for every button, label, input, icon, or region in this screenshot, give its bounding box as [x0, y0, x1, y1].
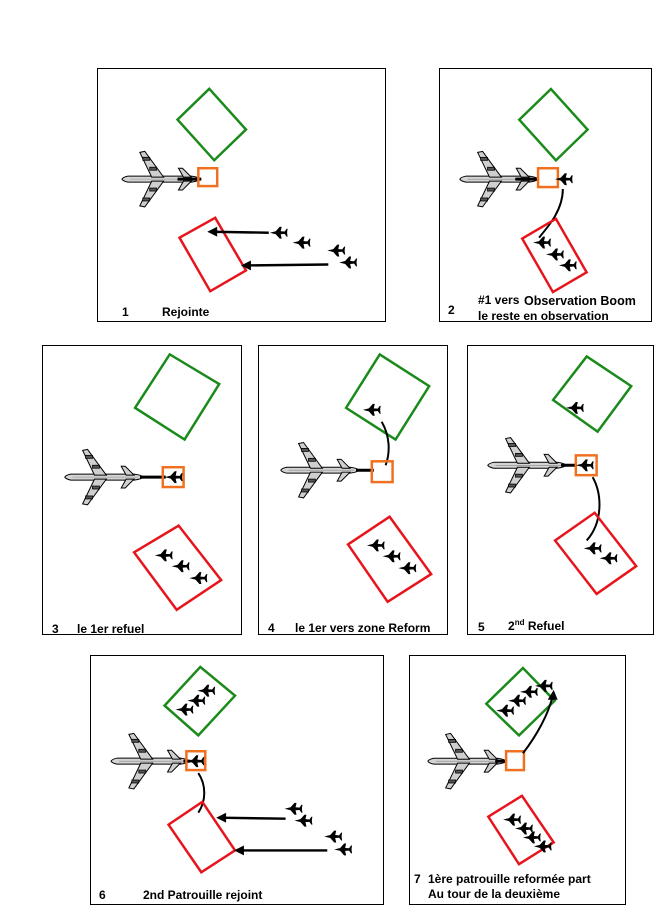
panel-2-caption-prefix: #1 vers: [478, 293, 520, 307]
fighter-jet-icon: [171, 560, 190, 573]
tanker-aircraft-icon: [280, 442, 360, 499]
fighter-jet-icon: [154, 549, 173, 562]
flight-path-arrow-icon: [197, 772, 206, 814]
observation-zone: [132, 524, 223, 612]
fighter-jet-icon: [519, 685, 538, 698]
panel-2-caption-line2: le reste en observation: [478, 309, 609, 323]
panel-4-number: 4: [268, 621, 275, 635]
tanker-aircraft-icon: [110, 732, 190, 790]
fighter-jet-icon: [533, 236, 551, 249]
panel-4: 4 le 1er vers zone Reform: [258, 345, 448, 635]
panel-3-caption: le 1er refuel: [77, 622, 145, 636]
fighter-jet-icon: [197, 684, 216, 697]
fighter-jet-icon: [382, 550, 401, 563]
panel-1-caption: Rejointe: [162, 305, 210, 319]
boom-zone: [574, 454, 598, 477]
flight-path-arrow-icon: [220, 816, 286, 820]
panel-5-caption-sup: nd: [514, 618, 525, 627]
observation-zone: [346, 515, 433, 604]
fighter-jet-icon: [292, 236, 311, 249]
boom-zone: [197, 166, 219, 188]
flight-path-arrow-icon: [244, 263, 329, 267]
flight-path-arrow-icon: [585, 476, 601, 542]
panel-5-caption-base: 2: [508, 619, 515, 633]
panel-7-caption-line1: 1ère patrouille reformée part: [428, 872, 591, 886]
flight-path-arrow-icon: [211, 230, 269, 234]
reform-zone: [162, 665, 237, 738]
panel-4-diagram: [280, 352, 433, 604]
panel-5: 5 2nd Refuel: [467, 345, 654, 635]
fighter-jet-icon: [362, 403, 381, 416]
tanker-aircraft-icon: [427, 732, 507, 790]
reform-zone: [484, 666, 557, 738]
panel-7-caption-line2: Au tour de la deuxième: [428, 887, 561, 901]
fighter-jet-icon: [599, 552, 618, 565]
reform-zone: [517, 87, 590, 163]
flight-path-arrow-icon: [538, 189, 564, 239]
flight-path-arrow-icon: [522, 695, 554, 754]
boom-zone: [185, 749, 207, 772]
fighter-jet-icon: [334, 843, 353, 856]
panel-5-caption-rest: Refuel: [527, 619, 565, 633]
panel-1-diagram: [121, 87, 358, 293]
fighter-jet-icon: [164, 471, 183, 484]
panel-1: 1 Rejointe: [97, 68, 386, 322]
fighter-jet-icon: [508, 694, 526, 707]
fighter-jet-icon: [339, 256, 358, 269]
fighter-jet-icon: [187, 694, 206, 707]
fighter-jet-icon: [327, 244, 346, 257]
fighter-jet-icon: [398, 562, 417, 575]
panel-2: 2 #1 vers Observation Boom le reste en o…: [439, 68, 652, 323]
fighter-jet-icon: [503, 813, 521, 826]
observation-zone: [520, 217, 589, 294]
fighter-jet-icon: [294, 814, 313, 827]
fighter-jet-icon: [366, 539, 385, 552]
flight-path-arrow-icon: [380, 421, 390, 466]
reform-zone: [551, 354, 634, 434]
panel-2-caption-observation: Observation Boom: [524, 294, 636, 308]
panel-7-diagram: [427, 666, 558, 866]
observation-zone: [166, 800, 237, 874]
fighter-jet-icon: [284, 802, 303, 815]
panel-3-diagram: [64, 352, 223, 612]
fighter-jet-icon: [583, 542, 602, 555]
tanker-aircraft-icon: [487, 437, 567, 494]
observation-zone: [486, 794, 556, 866]
tanker-aircraft-icon: [64, 448, 144, 506]
panel-3: 3 le 1er refuel: [42, 345, 242, 636]
panel-7: 7 1ère patrouille reformée part Au tour …: [409, 655, 626, 905]
fighter-jet-icon: [189, 572, 208, 585]
fighter-jet-icon: [269, 226, 288, 239]
fighter-jet-icon: [558, 259, 577, 272]
panel-1-number: 1: [122, 305, 129, 319]
panel-7-number: 7: [414, 872, 421, 886]
panel-6-diagram: [110, 665, 353, 874]
fighter-jet-icon: [175, 703, 194, 716]
panel-5-diagram: [487, 354, 638, 596]
panel-4-caption: le 1er vers zone Reform: [295, 621, 431, 635]
observation-zone: [177, 216, 248, 293]
boom-zone: [504, 750, 526, 772]
boom-zone: [161, 465, 185, 489]
fighter-jet-icon: [575, 459, 594, 472]
fighter-jet-icon: [186, 755, 205, 768]
panel-2-diagram: [459, 87, 590, 294]
panel-6: 6 2nd Patrouille rejoint: [90, 655, 384, 905]
panel-2-number: 2: [448, 303, 455, 317]
reform-zone: [133, 352, 221, 442]
panel-3-number: 3: [52, 622, 59, 636]
reform-zone: [175, 87, 248, 163]
panel-6-number: 6: [99, 888, 106, 902]
boom-zone: [370, 460, 394, 484]
panel-5-caption: 2nd Refuel: [508, 616, 565, 633]
panel-6-caption: 2nd Patrouille rejoint: [143, 888, 263, 902]
panel-5-number: 5: [478, 620, 485, 634]
fighter-jet-icon: [324, 830, 343, 843]
boom-zone: [536, 167, 560, 189]
fighter-jet-icon: [545, 248, 564, 261]
fighter-jet-icon: [515, 822, 533, 835]
observation-zone: [553, 511, 638, 596]
fighter-jet-icon: [533, 840, 552, 853]
reform-zone: [344, 352, 431, 442]
